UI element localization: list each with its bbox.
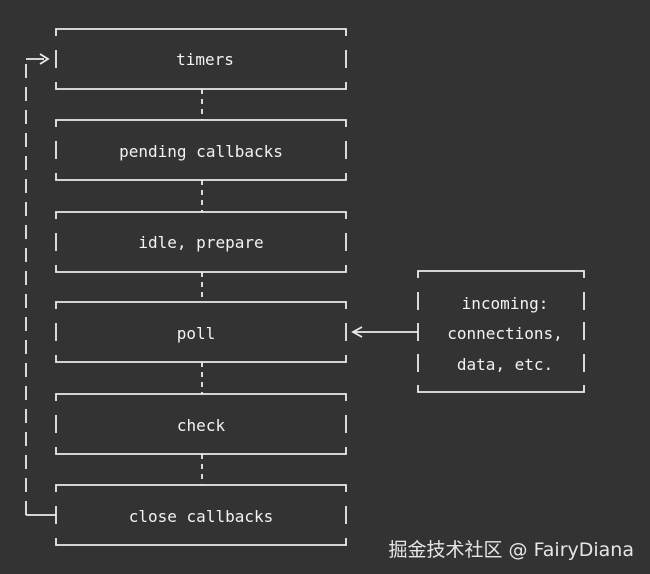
- phase-box-top-check: [55, 393, 347, 401]
- phase-box-bottom-pending-callbacks: [55, 173, 347, 181]
- incoming-label-line-1: incoming:: [461, 294, 549, 313]
- incoming-label-line-3: data, etc.: [456, 355, 554, 374]
- incoming-box-bottom: [417, 385, 585, 393]
- phase-label-check: check: [176, 416, 226, 435]
- phase-label-timers: timers: [176, 50, 234, 69]
- loop-back-arrowhead: [39, 53, 50, 65]
- phase-box-bottom-poll: [55, 355, 347, 363]
- phase-box-top-timers: [55, 28, 347, 36]
- phase-label-pending-callbacks: pending callbacks: [119, 142, 283, 161]
- incoming-arrowhead: [351, 326, 363, 338]
- phase-box-top-poll: [55, 301, 347, 309]
- watermark: 掘金技术社区 @ FairyDiana: [388, 539, 634, 561]
- phase-box-top-pending-callbacks: [55, 119, 347, 127]
- incoming-box-top: [417, 270, 585, 278]
- phase-box-bottom-check: [55, 447, 347, 455]
- phase-label-close-callbacks: close callbacks: [128, 507, 274, 526]
- phase-box-bottom-idle-prepare: [55, 265, 347, 273]
- phase-box-top-close-callbacks: [55, 484, 347, 492]
- phase-box-bottom-timers: [55, 82, 347, 90]
- incoming-label-line-2: connections,: [447, 324, 563, 343]
- phase-box-top-idle-prepare: [55, 211, 347, 219]
- phase-box-bottom-close-callbacks: [55, 538, 347, 546]
- phase-label-poll: poll: [176, 324, 216, 343]
- phase-label-idle-prepare: idle, prepare: [138, 233, 264, 252]
